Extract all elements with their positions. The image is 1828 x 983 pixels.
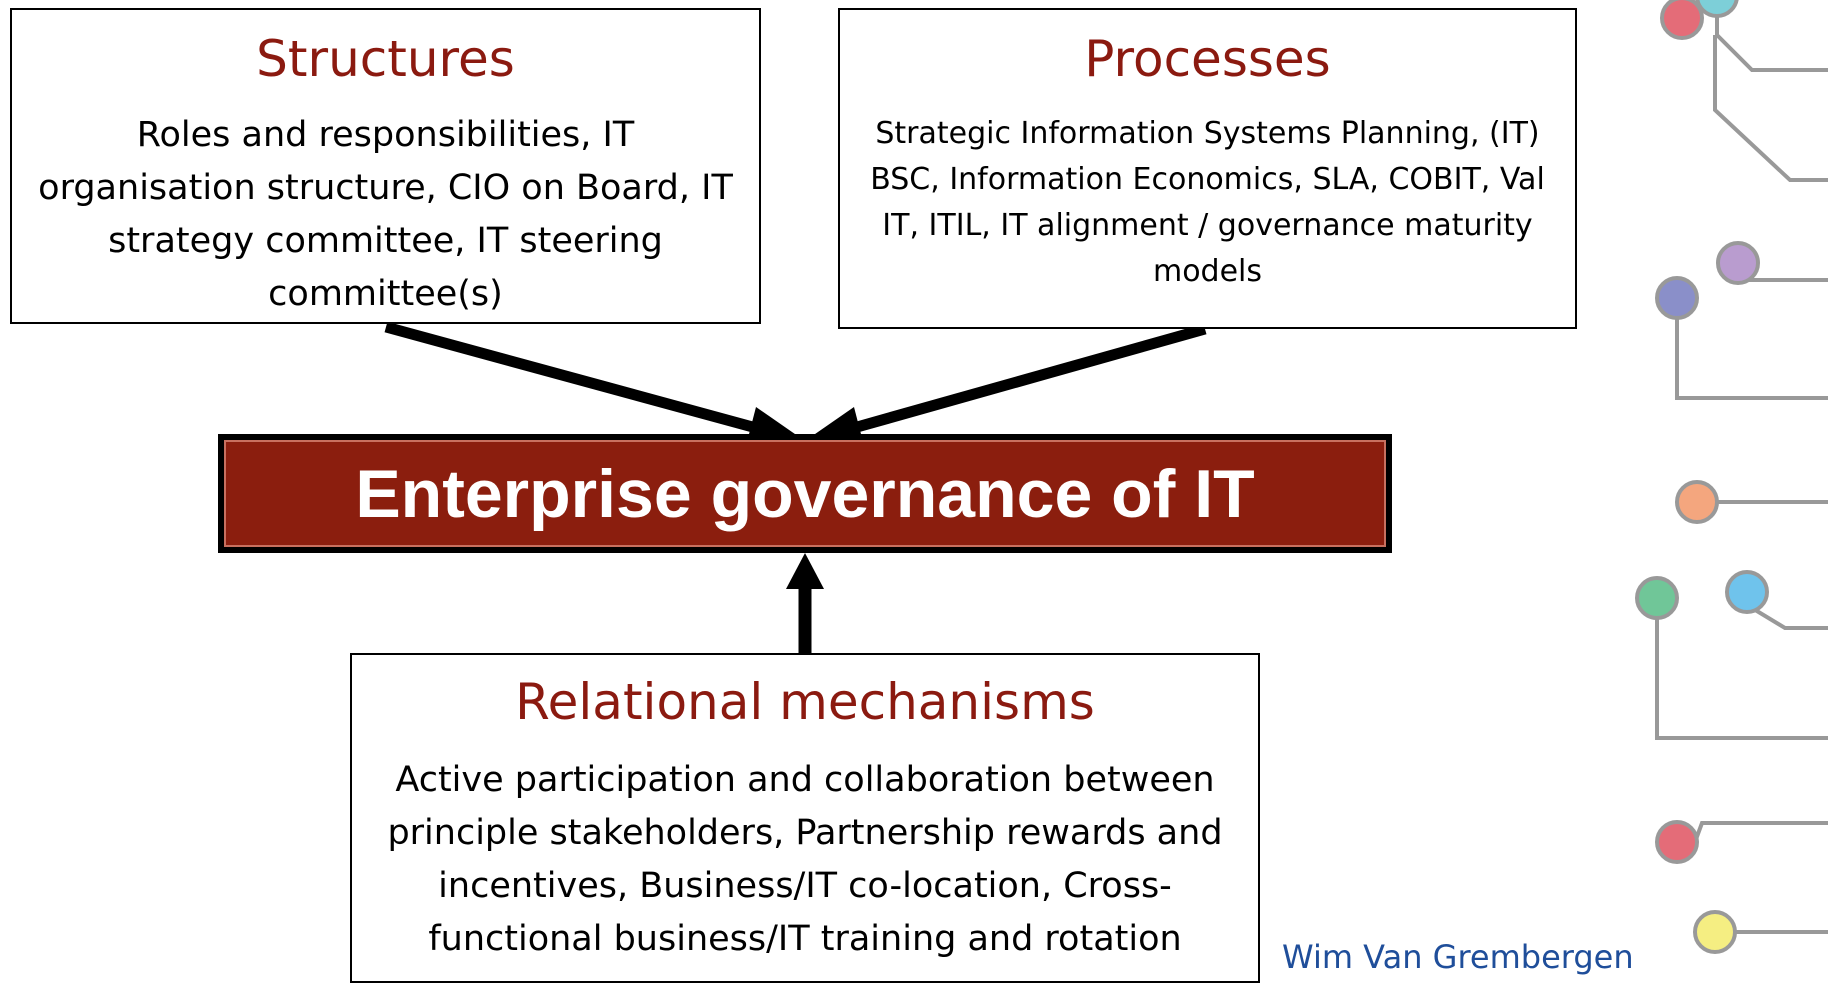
processes-title: Processes (1084, 30, 1331, 88)
structures-title: Structures (256, 30, 515, 88)
arrowhead-processes (805, 407, 862, 441)
processes-box: Processes Strategic Information Systems … (838, 8, 1577, 329)
relational-mechanisms-title: Relational mechanisms (515, 673, 1095, 731)
arrow-processes-to-center (848, 323, 1207, 435)
relational-mechanisms-description: Active participation and collaboration b… (387, 760, 1223, 959)
structures-description: Roles and responsibilities, IT organisat… (38, 115, 733, 314)
circuit-nodes (1635, 0, 1769, 954)
structures-box: Structures Roles and responsibilities, I… (10, 8, 761, 324)
node-circle (1716, 241, 1760, 285)
circuit-lines (1655, 12, 1828, 934)
arrowhead-structures (748, 407, 805, 441)
author-credit: Wim Van Grembergen (1282, 938, 1634, 976)
node-circle (1675, 480, 1719, 524)
processes-description: Strategic Information Systems Planning, … (870, 116, 1545, 289)
circuit-decoration (1635, 0, 1828, 954)
node-circle (1635, 576, 1679, 620)
arrowhead-relational (786, 553, 824, 589)
node-circle (1695, 0, 1739, 18)
relational-mechanisms-box: Relational mechanisms Active participati… (350, 653, 1260, 983)
node-circle (1693, 910, 1737, 954)
central-concept-box: Enterprise governance of IT (218, 434, 1392, 553)
arrow-structures-to-center (384, 321, 762, 435)
node-circle (1660, 0, 1704, 40)
node-circle (1655, 276, 1699, 320)
central-concept-fill: Enterprise governance of IT (224, 440, 1386, 547)
central-concept-label: Enterprise governance of IT (355, 455, 1255, 532)
node-circle (1655, 820, 1699, 864)
node-circle (1725, 570, 1769, 614)
